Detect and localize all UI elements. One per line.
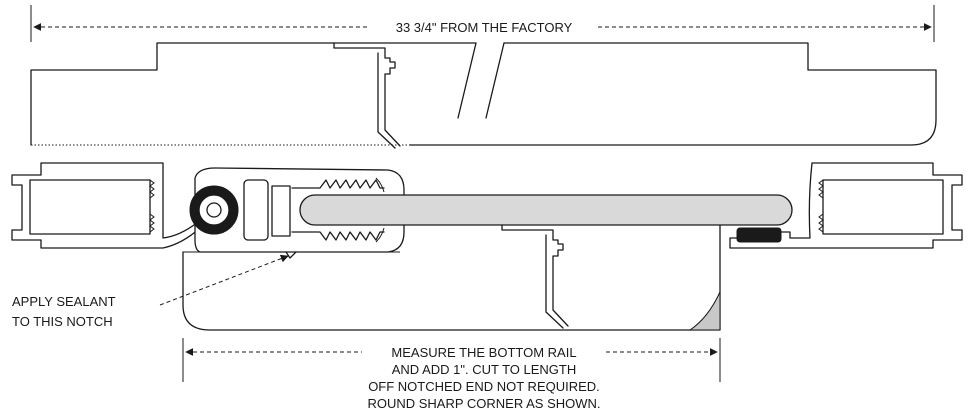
top-dimension-label: 33 3/4" FROM THE FACTORY xyxy=(396,20,573,35)
top-rail-break-left xyxy=(457,42,477,119)
rounded-corner-shading xyxy=(688,291,721,331)
bottom-dimension: MEASURE THE BOTTOM RAIL AND ADD 1". CUT … xyxy=(182,338,721,411)
sealant-callout: APPLY SEALANT TO THIS NOTCH xyxy=(12,254,289,329)
hinge-gasket-lip-top xyxy=(375,177,385,193)
top-rail-wipe-strip xyxy=(333,42,401,147)
sealant-label-line2: TO THIS NOTCH xyxy=(12,314,113,329)
left-jamb-inner-channel xyxy=(29,179,151,235)
bottom-rail xyxy=(182,224,721,331)
measure-label-line2: AND ADD 1". CUT TO LENGTH xyxy=(392,362,577,377)
top-rail-left-outline xyxy=(30,42,477,146)
bottom-rail-outline xyxy=(182,224,721,331)
right-wall-jamb xyxy=(729,162,963,249)
right-jamb-serration-top xyxy=(818,179,824,199)
measure-label-line1: MEASURE THE BOTTOM RAIL xyxy=(391,345,576,360)
hinge-channel xyxy=(271,185,291,237)
top-rail-right-outline xyxy=(409,42,937,146)
hinge-web-slot xyxy=(243,179,269,241)
hinge-gasket-lip-bottom xyxy=(375,227,385,243)
sealant-notch xyxy=(285,251,297,259)
hinge-gasket-teeth-bottom xyxy=(291,231,385,241)
right-jamb-inner-channel xyxy=(822,179,944,235)
top-rail-wipe-strip-inner xyxy=(377,52,396,149)
left-jamb-outline xyxy=(11,162,201,249)
sealant-leader-arrow xyxy=(159,254,289,306)
hinge-gasket-teeth-top xyxy=(291,179,385,189)
right-jamb-outline xyxy=(729,162,963,249)
top-rail xyxy=(30,42,937,149)
glass-panel xyxy=(299,194,793,226)
sealant-label-line1: APPLY SEALANT xyxy=(12,294,116,309)
bottom-rail-wipe-strip-inner xyxy=(545,234,564,329)
bottom-rail-wipe-strip xyxy=(501,224,569,327)
measure-label-line3: OFF NOTCHED END NOT REQUIRED. xyxy=(368,379,600,394)
right-jamb-serration-bottom xyxy=(818,213,824,233)
top-rail-break-right xyxy=(485,42,505,119)
left-jamb-serration-bottom xyxy=(149,213,155,233)
bumper-seal xyxy=(736,227,782,243)
hinge-pin xyxy=(206,202,222,218)
hinge-extrusion xyxy=(189,167,405,259)
top-dimension: 33 3/4" FROM THE FACTORY xyxy=(30,5,935,42)
left-jamb-serration-top xyxy=(149,179,155,199)
measure-label-line4: ROUND SHARP CORNER AS SHOWN. xyxy=(367,396,600,411)
left-wall-jamb xyxy=(11,162,201,249)
